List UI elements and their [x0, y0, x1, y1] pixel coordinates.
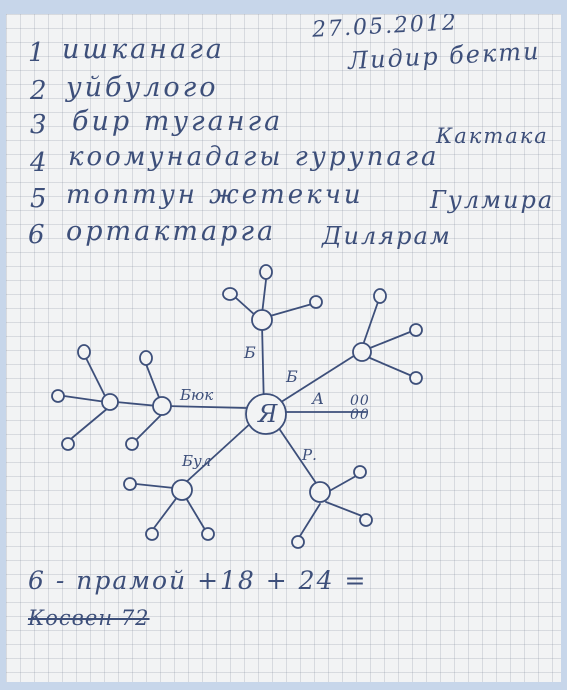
list-text: топтун жетекчи [66, 180, 364, 210]
leaf-node [145, 527, 159, 541]
leaf-node [61, 437, 75, 451]
formula-line: 6 - прамой +18 + 24 = [28, 566, 368, 595]
leaf-node [201, 527, 215, 541]
diagram-edge [153, 495, 179, 529]
diagram-edge [235, 297, 257, 317]
list-number: 1 [28, 38, 46, 68]
leaf-node [353, 465, 367, 479]
list-number: 3 [30, 110, 48, 140]
hub-node [352, 342, 372, 362]
branch-label-left: Бюк [179, 386, 213, 404]
list-number: 6 [28, 220, 46, 250]
diagram-edge [183, 421, 253, 485]
diagram-edge [325, 501, 363, 517]
diagram-edge [185, 497, 205, 529]
leaf-node [125, 437, 139, 451]
diagram-edge [165, 405, 247, 409]
branch-label-lower-right: Р. [301, 446, 317, 464]
leaf-node [139, 350, 153, 366]
leaf-node [291, 535, 305, 549]
diagram-edge [369, 331, 411, 349]
branch-label-right-upper: Б [285, 367, 298, 386]
list-number: 5 [30, 184, 48, 214]
diagram-edge [261, 279, 267, 315]
diagram-edge [363, 301, 379, 343]
branch-label-upper: Б [243, 343, 256, 362]
list-name: Дилярам [322, 222, 452, 250]
extra-marks: 00 00 [350, 393, 370, 423]
diagram-edge [115, 401, 159, 407]
diagram-edge [85, 357, 107, 399]
network-diagram: Я Б Б А Бюк Бул Р. [51, 264, 423, 549]
diagram-edge [277, 351, 361, 405]
list-text: коомунадагы гурупага [68, 142, 440, 172]
leaf-node [409, 371, 423, 385]
center-node [245, 393, 287, 435]
hub-node [152, 396, 172, 416]
diagram-edge [135, 483, 175, 489]
diagram-edge [145, 363, 161, 401]
leaf-node [359, 513, 373, 527]
diagram-edge [369, 357, 413, 377]
struck-line: Косвен 72 [28, 606, 150, 630]
leaf-node [77, 344, 91, 360]
list-text: ортактарга [66, 216, 277, 247]
diagram-edge [275, 423, 319, 487]
leaf-node [309, 295, 323, 309]
list-text: уйбулого [66, 72, 219, 103]
list-text: ишканага [62, 34, 225, 65]
diagram-edge [63, 395, 107, 403]
hub-node [171, 479, 193, 501]
notebook-page: 27.05.2012 1 ишканага Лидир бекти 2 уйбу… [6, 14, 561, 682]
leaf-node [409, 323, 423, 337]
hub-node [251, 309, 273, 331]
list-number: 4 [30, 148, 48, 178]
list-number: 2 [30, 76, 48, 106]
hub-node [101, 393, 119, 411]
leaf-node [373, 288, 387, 304]
list-name: Кактака [436, 124, 549, 148]
leaf-node [259, 264, 273, 280]
leaf-node [123, 477, 137, 491]
diagram-edge [71, 407, 109, 439]
branch-label-right: А [311, 389, 324, 408]
diagram-edge [299, 503, 321, 537]
list-name: Гулмира [430, 186, 555, 214]
hub-node [309, 481, 331, 503]
leaf-node [222, 287, 238, 301]
center-label: Я [257, 400, 278, 428]
leaf-node [51, 389, 65, 403]
list-text: бир туганга [72, 106, 284, 137]
diagram-edge [135, 411, 165, 441]
branch-label-lower-left: Бул [181, 452, 211, 470]
diagram-edge [269, 303, 313, 317]
